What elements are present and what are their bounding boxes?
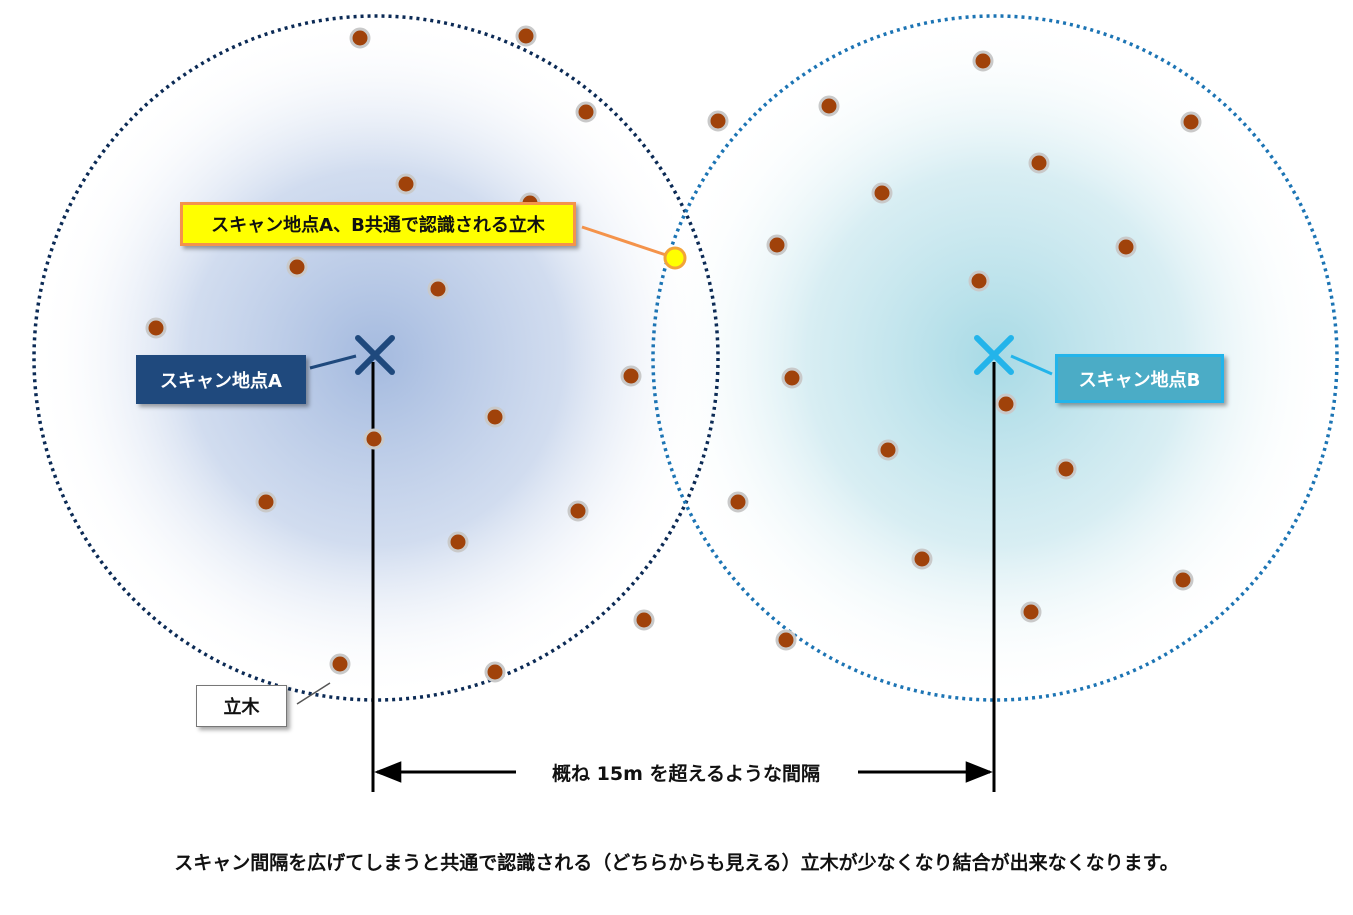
- tree-marker: [995, 393, 1017, 415]
- scan-point-a-icon: [355, 335, 395, 375]
- tree-marker: [1020, 601, 1042, 623]
- tree-marker: [395, 173, 417, 195]
- tree-marker: [484, 661, 506, 683]
- tree-marker: [818, 95, 840, 117]
- scan-range-circle-b: [651, 14, 1339, 702]
- tree-marker: [766, 234, 788, 256]
- tree-marker: [427, 278, 449, 300]
- tree-group: [145, 25, 1202, 683]
- leader-line-tree: [296, 682, 331, 705]
- tree-marker: [972, 50, 994, 72]
- tree-marker: [567, 500, 589, 522]
- leader-line-common: [581, 225, 667, 257]
- tree-marker: [871, 182, 893, 204]
- tree-marker: [145, 317, 167, 339]
- tree-marker: [1055, 458, 1077, 480]
- tree-marker: [707, 110, 729, 132]
- tree-marker: [911, 548, 933, 570]
- tree-marker: [329, 653, 351, 675]
- distance-label: 概ね 15m を超えるような間隔: [518, 757, 854, 787]
- tree-marker: [727, 491, 749, 513]
- tree-marker: [484, 406, 506, 428]
- scan-point-b-label: スキャン地点B: [1055, 354, 1224, 403]
- common-tree-marker: [663, 246, 687, 270]
- tree-marker: [286, 256, 308, 278]
- tree-marker: [447, 531, 469, 553]
- tree-marker: [781, 367, 803, 389]
- caption: スキャン間隔を広げてしまうと共通で認識される（どちらからも見える）立木が少なくな…: [174, 852, 1179, 874]
- tree-marker: [1028, 152, 1050, 174]
- tree-label: 立木: [196, 685, 287, 727]
- tree-marker: [1172, 569, 1194, 591]
- tree-marker: [255, 491, 277, 513]
- tree-marker: [515, 25, 537, 47]
- scan-point-a-label: スキャン地点A: [136, 355, 306, 404]
- common-tree-label: スキャン地点A、B共通で認識される立木: [180, 202, 576, 246]
- leader-line-b: [1010, 354, 1053, 376]
- tree-marker: [968, 270, 990, 292]
- tree-marker: [633, 609, 655, 631]
- leader-line-a: [309, 354, 357, 370]
- tree-marker: [1115, 236, 1137, 258]
- tree-marker: [363, 428, 385, 450]
- tree-marker: [575, 101, 597, 123]
- scan-range-circle-a: [32, 14, 720, 702]
- scan-point-b-icon: [974, 335, 1014, 375]
- tree-marker: [1180, 111, 1202, 133]
- tree-marker: [620, 365, 642, 387]
- tree-marker: [877, 439, 899, 461]
- tree-marker: [775, 629, 797, 651]
- tree-marker: [349, 27, 371, 49]
